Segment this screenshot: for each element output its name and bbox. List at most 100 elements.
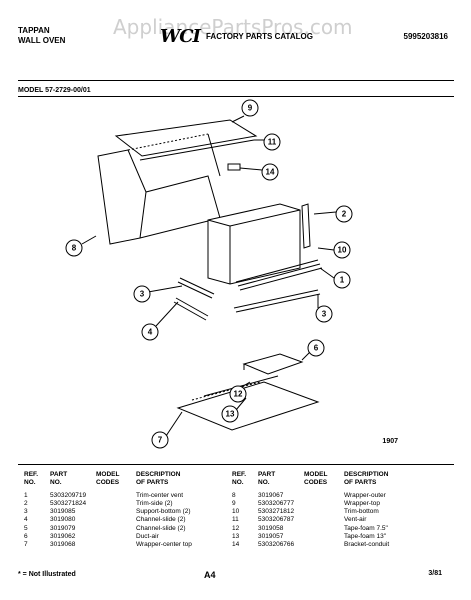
callout-1: 1 [340,276,345,285]
callout-4: 4 [148,328,153,337]
ref-no: 14 [232,541,240,549]
header-divider [18,80,454,81]
ref-no: 13 [232,533,240,541]
part-no: 3019068 [50,541,76,549]
model-divider [18,96,454,97]
part-description: Duct-air [136,533,159,541]
watermark: AppliancePartsPros.com [113,15,353,39]
callout-13: 13 [226,410,235,419]
product-type: WALL OVEN [18,36,66,45]
part-no: 3019080 [50,516,76,524]
table-row: 2 5303271824 Trim-side (2) [24,500,224,508]
model-codes [96,508,136,516]
page-number: A4 [204,570,216,580]
model-codes [96,516,136,524]
ref-no: 1 [24,491,28,499]
callout-3a: 3 [140,290,145,299]
model-number: MODEL 57-2729-00/01 [18,87,91,94]
part-no: 5303271824 [50,499,87,507]
catalog-title: WCI FACTORY PARTS CATALOG [160,26,313,47]
part-description: Wrapper-center top [136,541,192,549]
table-row: 8 3019067 Wrapper-outer [232,492,432,500]
duct-air-part [242,353,304,375]
part-no: 3019085 [50,508,76,516]
brand-block: TAPPAN WALL OVEN [18,26,65,46]
table-header: REF. PART MODEL DESCRIPTION [232,471,389,478]
part-no: 3019067 [258,491,284,499]
part-description: Tape-foam 13" [344,533,387,541]
ref-no: 8 [232,491,236,499]
model-codes [304,508,344,516]
trim-side-part [301,203,311,249]
catalog-number: 5995203816 [403,32,449,41]
part-description: Wrapper-top [344,499,381,507]
model-codes [304,541,344,549]
model-codes [304,516,344,524]
parts-table-right: REF. PART MODEL DESCRIPTION NO. NO. CODE… [232,471,432,550]
part-description: Trim-center vent [136,491,184,499]
wci-logo: WCI [160,26,201,47]
figure-code: 1907 [382,438,398,445]
bracket-conduit-part [227,163,241,171]
model-codes [96,533,136,541]
part-description: Channel-slide (2) [136,516,186,524]
part-no: 5303206766 [258,541,295,549]
oven-box-part [207,203,301,285]
callout-8: 8 [72,244,77,253]
wrapper-center-top-part [176,381,320,431]
table-header-line2: NO. NO. CODES OF PARTS [24,479,169,487]
wrapper-outer-part [97,149,221,245]
ref-no: 11 [232,516,239,524]
ref-no: 12 [232,524,240,532]
part-no: 5303209719 [50,491,87,499]
model-codes [304,533,344,541]
table-header: REF. PART MODEL DESCRIPTION [24,471,181,478]
part-description: Vent-air [344,516,367,524]
ref-no: 6 [24,533,28,541]
revision-date: 3/81 [428,570,442,577]
part-description: Bracket-conduit [344,541,390,549]
ref-no: 2 [24,499,28,507]
callout-7: 7 [158,436,163,445]
model-codes [96,525,136,533]
parts-sheet: AppliancePartsPros.com TAPPAN WALL OVEN … [18,14,454,594]
ref-no: 3 [24,508,28,516]
model-codes [96,500,136,508]
model-codes [304,492,344,500]
callout-14: 14 [266,168,275,177]
table-row: 10 5303271812 Trim-bottom [232,508,432,516]
part-no: 3019079 [50,524,76,532]
ref-no: 10 [232,508,240,516]
callout-3b: 3 [322,310,327,319]
ref-no: 5 [24,524,28,532]
model-codes [304,525,344,533]
part-description: Wrapper-outer [344,491,386,499]
callout-2: 2 [342,210,347,219]
model-codes [96,541,136,549]
table-divider [18,464,454,465]
ref-no: 7 [24,541,28,549]
callout-10: 10 [338,246,347,255]
part-description: Trim-side (2) [136,499,173,507]
table-header-line2: NO. NO. CODES OF PARTS [232,479,377,487]
part-description: Support-bottom (2) [136,508,191,516]
callout-12: 12 [234,390,243,399]
part-description: Trim-bottom [344,508,379,516]
table-row: 14 5303206766 Bracket-conduit [232,541,432,549]
catalog-label: FACTORY PARTS CATALOG [205,32,313,41]
parts-table-left: REF. PART MODEL DESCRIPTION NO. NO. CODE… [24,471,224,550]
footnote: * = Not Illustrated [18,571,76,578]
table-row: 3 3019085 Support-bottom (2) [24,508,224,516]
wrapper-top-part [114,119,258,157]
part-no: 5303271812 [258,508,295,516]
table-row: 1 5303209719 Trim-center vent [24,492,224,500]
exploded-diagram: 9 11 14 8 2 10 1 3 3 4 6 12 13 7 [65,99,353,449]
part-no: 5303206777 [258,499,295,507]
model-codes [96,492,136,500]
